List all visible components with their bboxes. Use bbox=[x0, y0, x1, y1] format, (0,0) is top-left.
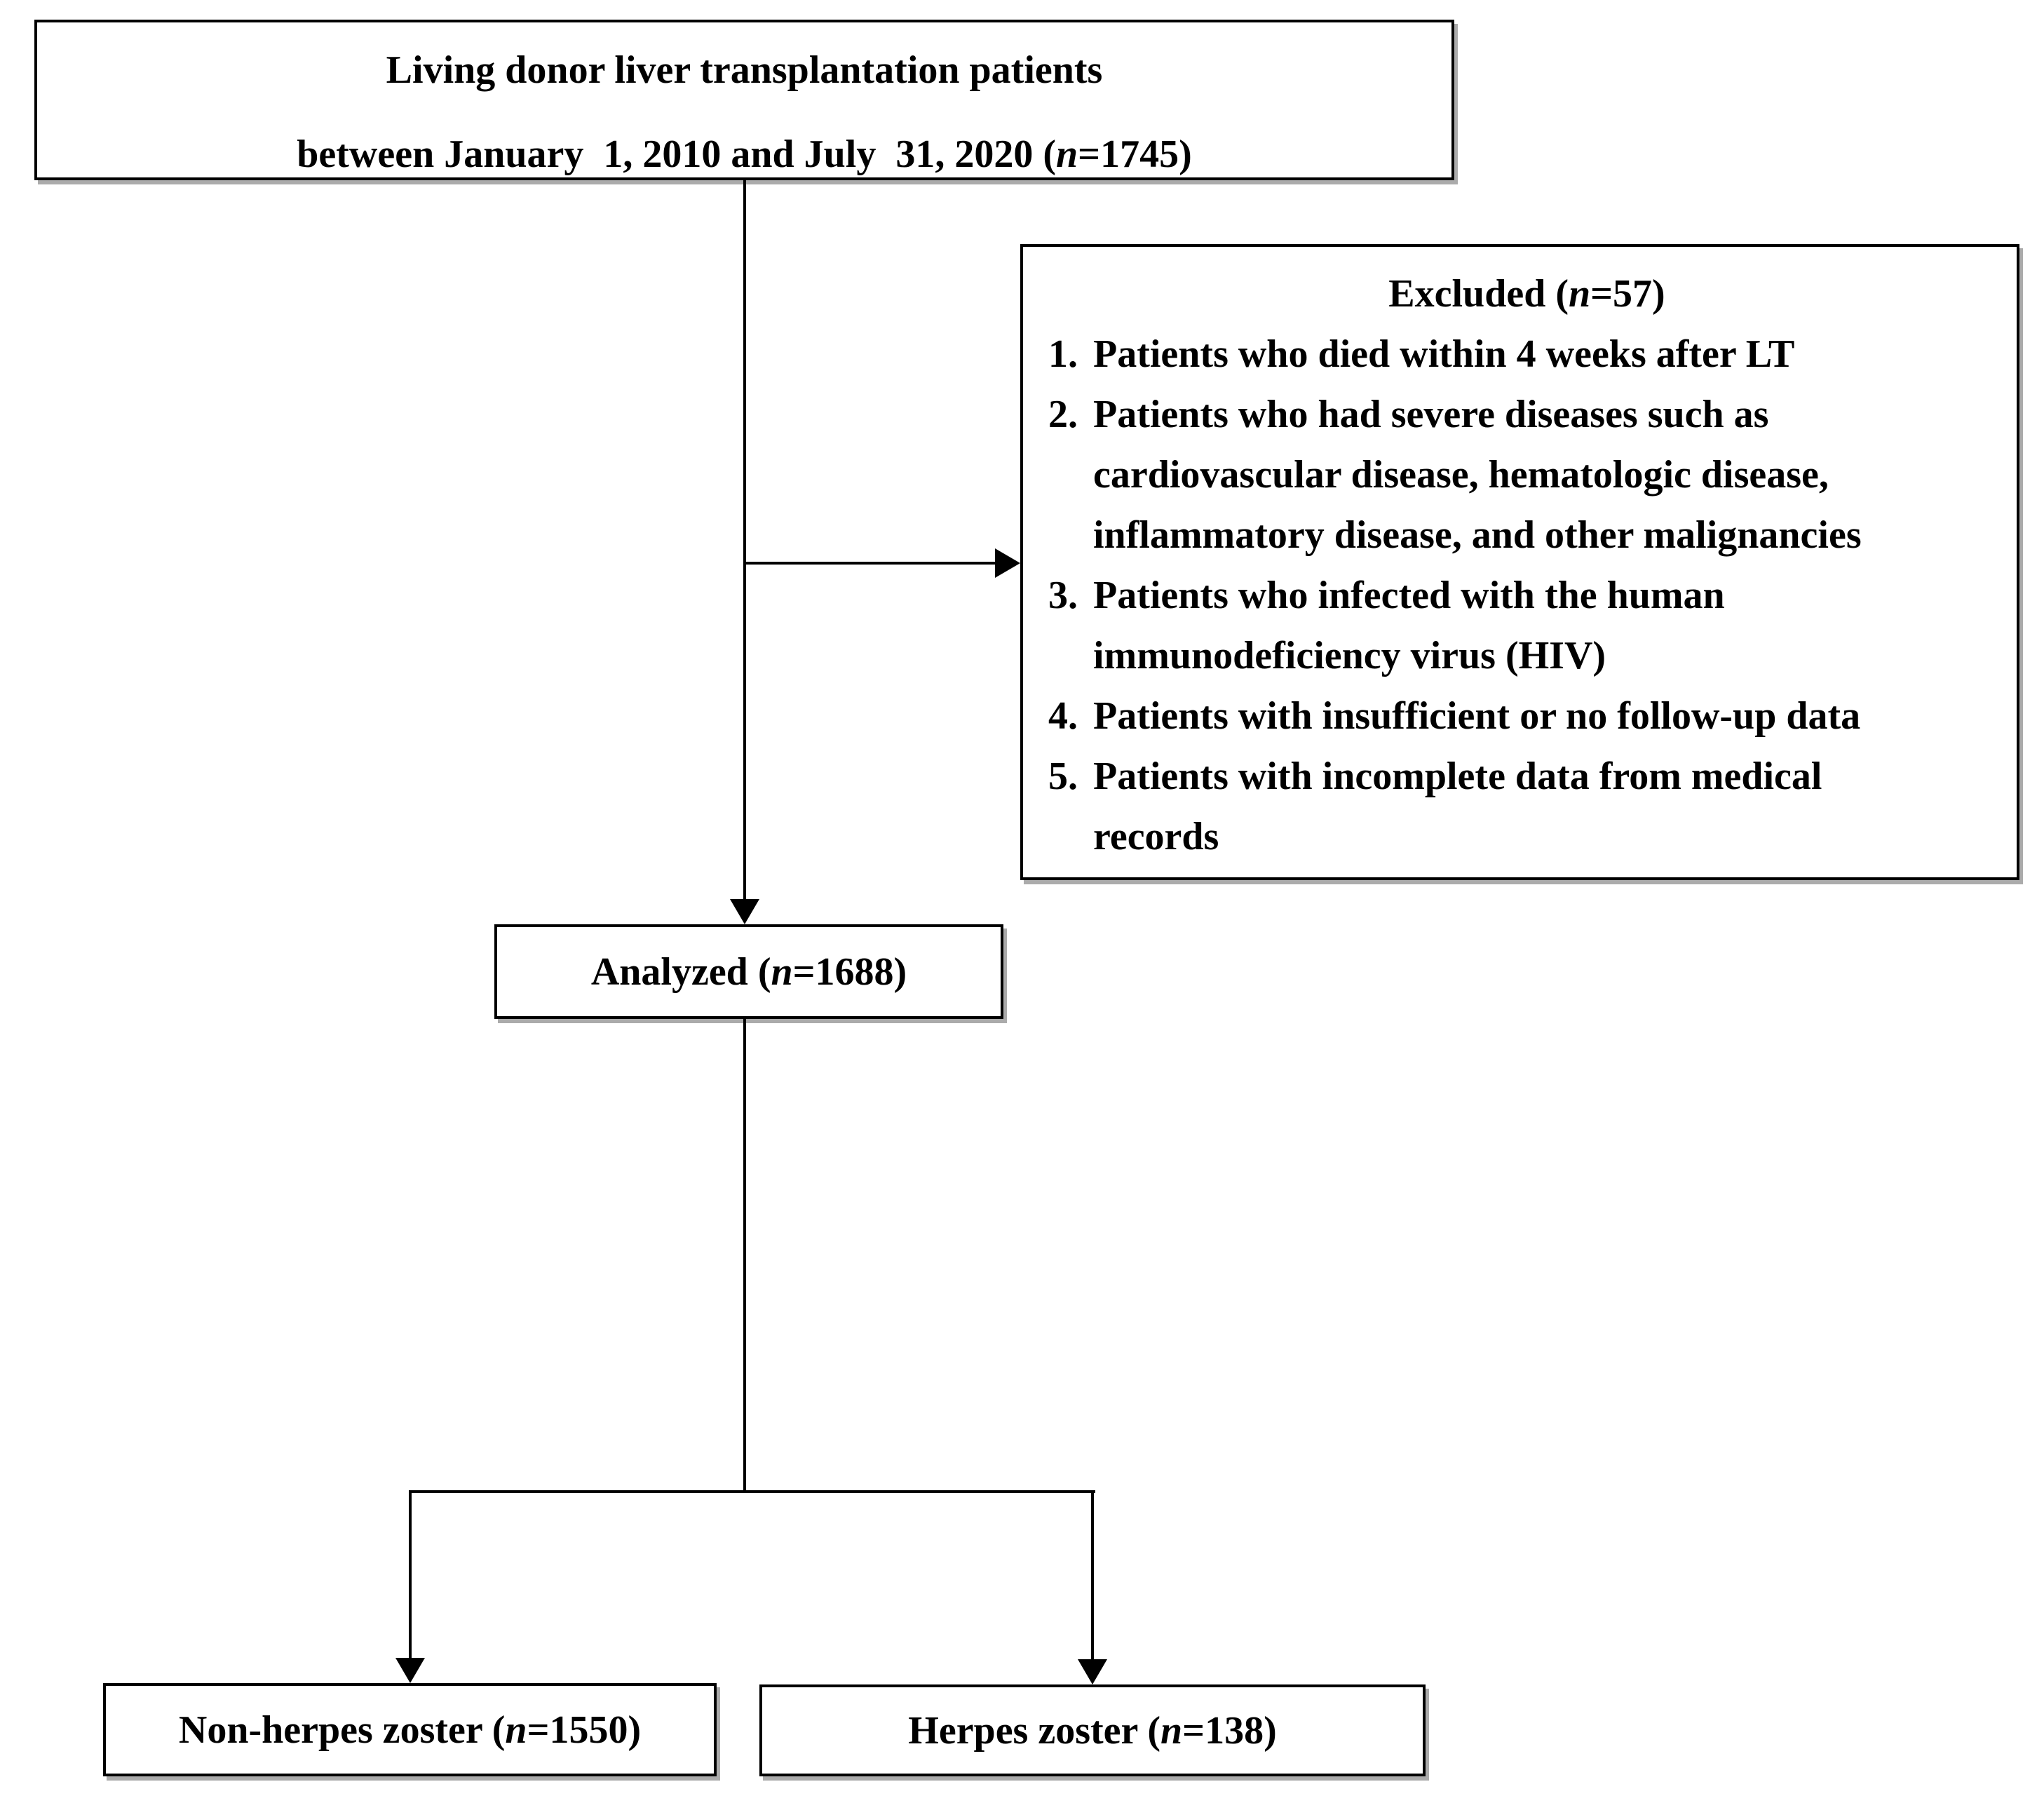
arrowhead-right-icon bbox=[995, 548, 1020, 578]
arrowhead-down-icon bbox=[1078, 1659, 1107, 1684]
box-non-herpes-zoster: Non-herpes zoster (n=1550) bbox=[103, 1683, 717, 1776]
analyzed-label: Analyzed (n=1688) bbox=[590, 950, 907, 994]
excluded-title: Excluded (n=57) bbox=[1388, 272, 1665, 316]
branch-horizontal-line bbox=[409, 1490, 1095, 1493]
excluded-item-4-number: 4. bbox=[1048, 694, 1078, 738]
excluded-item-2-text: Patients who had severe diseases such as… bbox=[1093, 384, 2005, 565]
connector-branch-to-non-herpes bbox=[409, 1490, 412, 1659]
excluded-item-3: 3. Patients who infected with the human … bbox=[1048, 565, 2005, 686]
excluded-item-4-line-1: Patients with insufficient or no follow-… bbox=[1093, 694, 1861, 738]
connector-branch-to-herpes bbox=[1091, 1490, 1094, 1661]
excluded-item-5-text: Patients with incomplete data from medic… bbox=[1093, 746, 2005, 867]
connector-to-excluded bbox=[745, 562, 995, 565]
excluded-item-3-line-1: Patients who infected with the human bbox=[1093, 574, 1725, 617]
connector-analyzed-to-branch bbox=[743, 1019, 746, 1493]
excluded-item-2-line-2: cardiovascular disease, hematologic dise… bbox=[1093, 453, 1829, 497]
arrowhead-down-icon bbox=[730, 899, 759, 924]
excluded-item-3-text: Patients who infected with the human imm… bbox=[1093, 565, 2005, 686]
excluded-item-1: 1. Patients who died within 4 weeks afte… bbox=[1048, 324, 2005, 384]
source-population-line-1: Living donor liver transplantation patie… bbox=[386, 48, 1103, 92]
source-population-line-2: between January 1, 2010 and July 31, 202… bbox=[297, 133, 1192, 176]
excluded-item-5: 5. Patients with incomplete data from me… bbox=[1048, 746, 2005, 867]
excluded-item-5-line-1: Patients with incomplete data from medic… bbox=[1093, 755, 1822, 798]
excluded-item-5-number: 5. bbox=[1048, 755, 1078, 798]
box-herpes-zoster: Herpes zoster (n=138) bbox=[759, 1684, 1426, 1776]
non-herpes-zoster-label: Non-herpes zoster (n=1550) bbox=[178, 1708, 642, 1752]
connector-source-to-analyzed bbox=[743, 180, 746, 900]
arrowhead-down-icon bbox=[395, 1658, 425, 1683]
excluded-item-5-line-2: records bbox=[1093, 815, 1219, 858]
excluded-item-3-number: 3. bbox=[1048, 574, 1078, 617]
box-source-population: Living donor liver transplantation patie… bbox=[34, 20, 1454, 180]
excluded-item-3-line-2: immunodeficiency virus (HIV) bbox=[1093, 634, 1606, 677]
excluded-item-2-line-1: Patients who had severe diseases such as bbox=[1093, 393, 1769, 436]
excluded-item-4: 4. Patients with insufficient or no foll… bbox=[1048, 686, 2005, 746]
herpes-zoster-label: Herpes zoster (n=138) bbox=[908, 1708, 1277, 1753]
box-analyzed: Analyzed (n=1688) bbox=[494, 924, 1003, 1019]
excluded-item-4-text: Patients with insufficient or no follow-… bbox=[1093, 686, 2005, 746]
excluded-item-2: 2. Patients who had severe diseases such… bbox=[1048, 384, 2005, 565]
excluded-item-2-number: 2. bbox=[1048, 393, 1078, 436]
excluded-item-2-line-3: inflammatory disease, and other malignan… bbox=[1093, 513, 1862, 557]
excluded-item-1-line-1: Patients who died within 4 weeks after L… bbox=[1093, 332, 1795, 376]
excluded-item-1-text: Patients who died within 4 weeks after L… bbox=[1093, 324, 2005, 384]
excluded-item-1-number: 1. bbox=[1048, 332, 1078, 376]
box-excluded: Excluded (n=57) 1. Patients who died wit… bbox=[1020, 244, 2019, 880]
